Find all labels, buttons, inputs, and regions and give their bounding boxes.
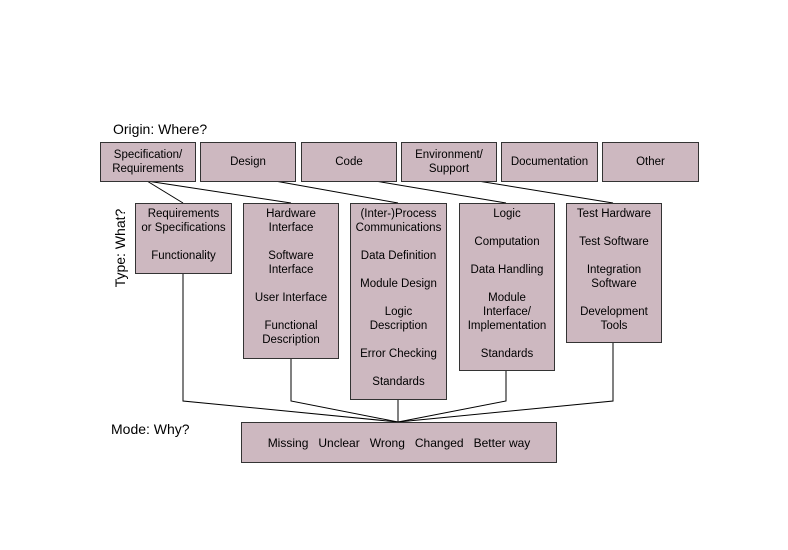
type-item: Error Checking [360,348,437,360]
origin-label: Environment/ Support [415,149,483,175]
mode-box: Missing Unclear Wrong Changed Better way [241,422,557,463]
type-item: Logic Description [369,306,428,332]
type-item: Test Software [579,236,649,248]
origin-box-design: Design [200,142,296,182]
link-hardware-to-mode [290,358,399,423]
link-test-to-mode [397,342,614,423]
link-requirements-to-mode [182,273,399,423]
origin-box-specification: Specification/ Requirements [100,142,196,182]
type-item: Test Hardware [576,208,652,220]
mode-missing: Missing [267,435,309,450]
link-code-to-logic [374,180,507,204]
mode-better-way: Better way [473,435,531,450]
origin-label: Documentation [510,156,589,168]
type-box-test: Test Hardware Test Software Integration … [566,203,662,343]
type-box-logic: Logic Computation Data Handling Module I… [459,203,555,371]
type-item: Logic [493,208,521,220]
origin-label: Specification/ Requirements [112,149,184,175]
type-item: Standards [372,376,425,388]
mode-heading: Mode: Why? [111,421,190,437]
type-item: Computation [474,236,540,248]
mode-unclear: Unclear [318,435,360,450]
link-spec-to-requirements [146,180,184,204]
link-env-to-test [477,180,614,204]
type-item: Functionality [151,250,216,262]
origin-box-other: Other [602,142,699,182]
type-heading: Type: What? [112,208,128,288]
type-item: Module Interface/ Implementation [467,292,547,332]
type-item: Requirements or Specifications [141,208,226,234]
link-logic-to-mode [397,370,507,423]
link-design-to-process [274,180,399,204]
type-item: Standards [480,348,534,360]
origin-box-documentation: Documentation [501,142,598,182]
type-item: Hardware Interface [266,208,316,234]
type-item: Software Interface [268,250,314,276]
type-item: Functional Description [262,320,320,346]
origin-label: Other [636,156,665,168]
type-item: Module Design [360,278,437,290]
type-item: Integration Software [586,264,642,290]
origin-label: Design [230,156,266,168]
type-box-process: (Inter-)Process Communications Data Defi… [350,203,447,400]
type-item: Data Handling [470,264,544,276]
type-box-interface: Hardware Interface Software Interface Us… [243,203,339,359]
mode-changed: Changed [414,435,464,450]
type-item: User Interface [254,292,328,304]
origin-heading: Origin: Where? [113,121,208,137]
origin-box-environment: Environment/ Support [401,142,497,182]
type-item: Development Tools [580,306,648,332]
mode-wrong: Wrong [369,435,405,450]
origin-label: Code [335,156,363,168]
type-item: Data Definition [360,250,437,262]
link-spec-to-hardware [146,180,292,204]
type-box-requirements: Requirements or Specifications Functiona… [135,203,232,274]
origin-box-code: Code [301,142,397,182]
type-item: (Inter-)Process Communications [355,208,442,234]
